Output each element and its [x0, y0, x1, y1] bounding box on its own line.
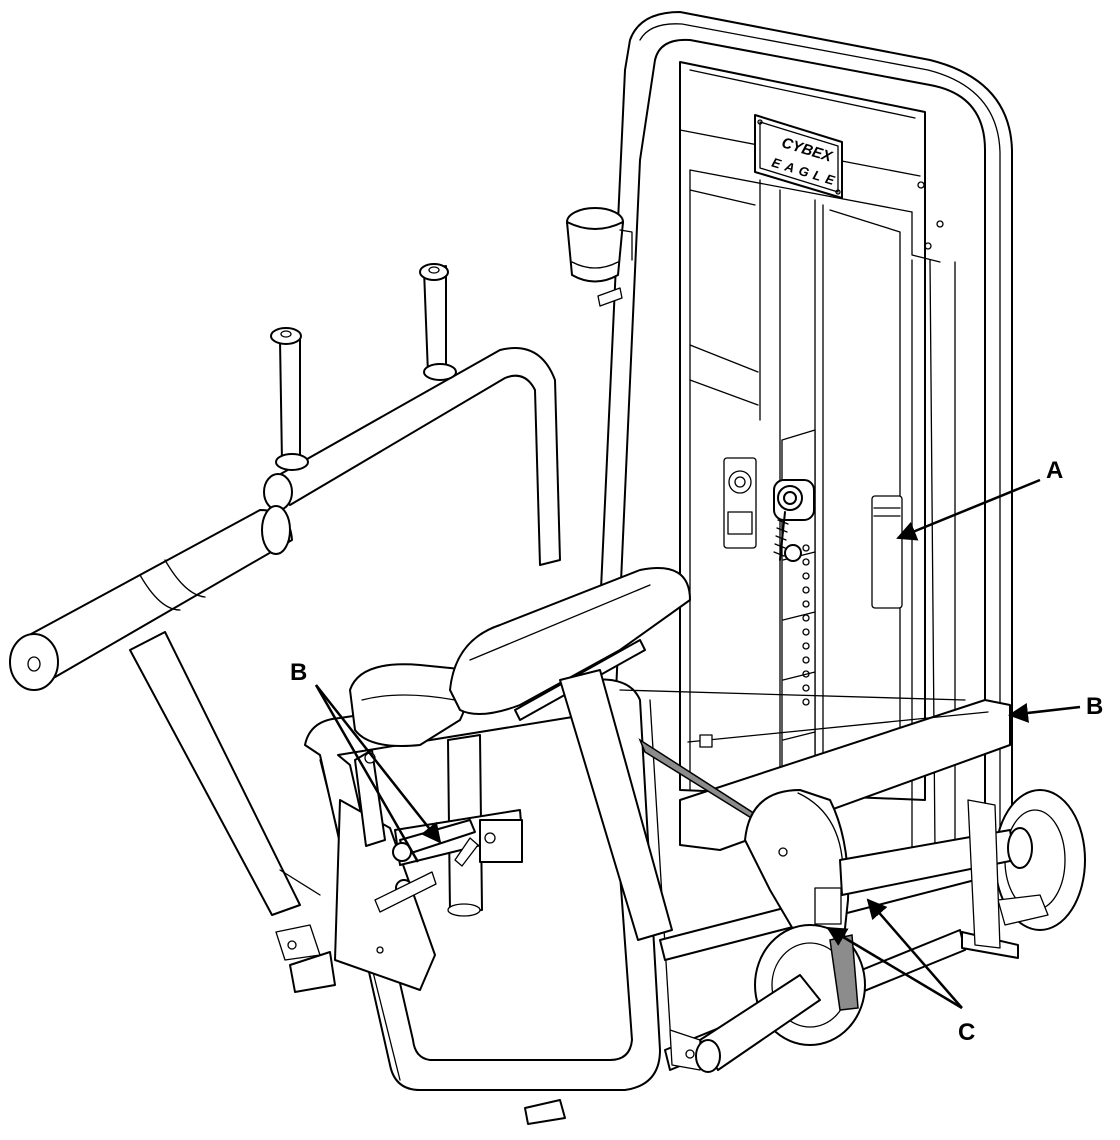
callout-label-b-right: B [1086, 693, 1103, 720]
callout-label-a: A [1046, 457, 1063, 484]
callout-c: C [826, 898, 975, 1046]
selector-pin [773, 479, 815, 562]
adjustment-lever [334, 749, 523, 991]
cam-assembly [638, 738, 1086, 1073]
dial-icon [723, 457, 757, 549]
cup-holder [566, 207, 633, 307]
callout-b-right: B [1008, 693, 1103, 723]
callout-label-b-left: B [290, 659, 307, 686]
callout-a: A [896, 457, 1063, 541]
front-roller [9, 505, 321, 916]
decal-a [871, 495, 903, 609]
callout-label-c: C [958, 1019, 975, 1046]
rear-roller-bar [263, 263, 561, 566]
callout-b-left: B [290, 659, 442, 863]
seat-assembly [349, 567, 691, 941]
